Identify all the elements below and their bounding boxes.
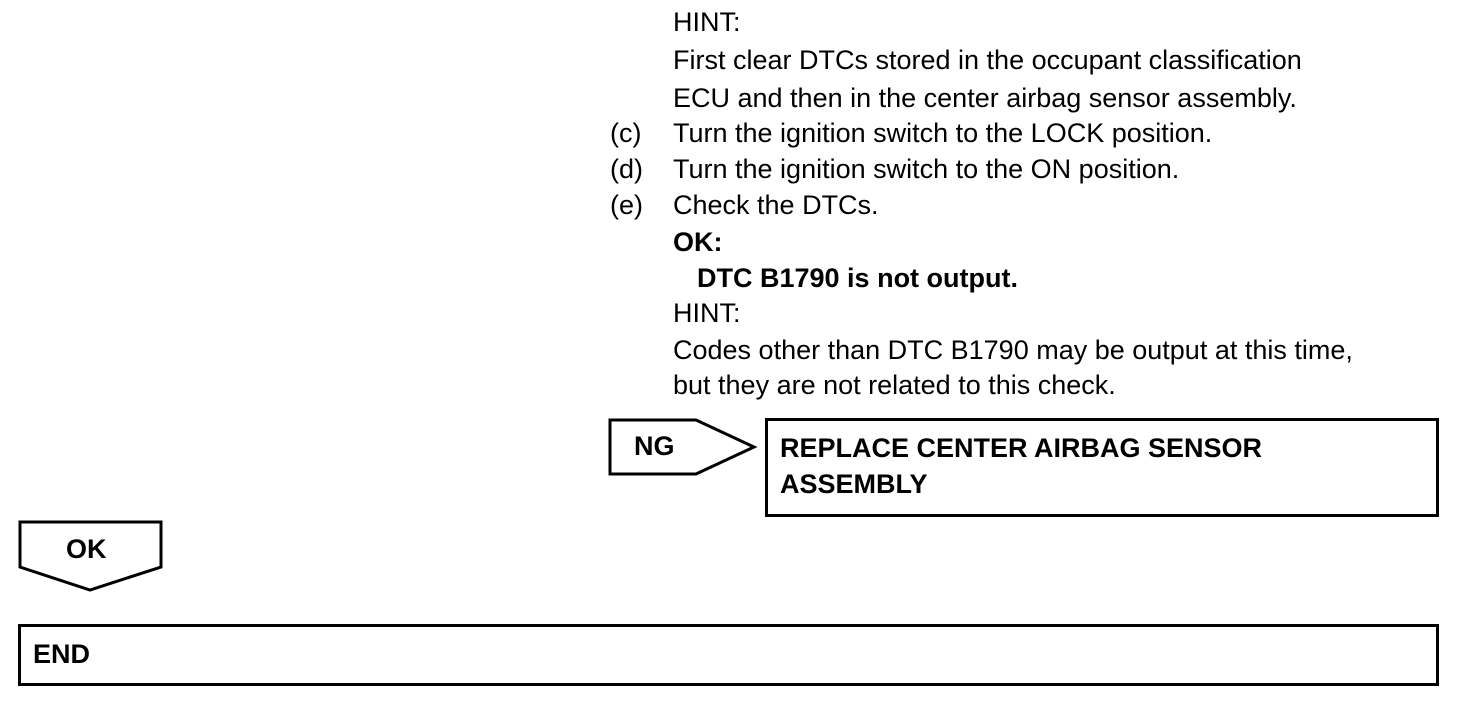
ok-criteria-label: OK: [673,227,723,257]
ok-label: OK [66,534,107,564]
ok-arrow-tag: OK [18,520,164,592]
hint2-text-line-2: but they are not related to this check. [673,370,1116,400]
step-e-label: (e) [610,190,643,220]
hint-label-2: HINT: [673,298,741,328]
ng-action-box: REPLACE CENTER AIRBAG SENSOR ASSEMBLY [765,418,1439,517]
ng-arrow-shape [608,418,758,476]
ng-action-line-1: REPLACE CENTER AIRBAG SENSOR [780,433,1263,463]
step-e-text: Check the DTCs. [673,190,879,220]
hint-label-1: HINT: [673,7,741,37]
end-box: END [18,624,1439,686]
hint-text-line-1: First clear DTCs stored in the occupant … [673,45,1302,75]
end-label: END [33,639,91,669]
hint-text-line-2: ECU and then in the center airbag sensor… [673,83,1297,113]
hint2-text-line-1: Codes other than DTC B1790 may be output… [673,335,1353,365]
step-d-text: Turn the ignition switch to the ON posit… [673,154,1180,184]
ng-arrow-tag: NG [608,418,758,476]
ng-label: NG [634,431,675,461]
step-c-label: (c) [610,118,642,148]
ok-arrow-shape [18,520,163,592]
step-d-label: (d) [610,154,643,184]
ok-criteria-condition: DTC B1790 is not output. [697,263,1019,293]
ng-action-line-2: ASSEMBLY [780,469,928,499]
step-c-text: Turn the ignition switch to the LOCK pos… [673,118,1213,148]
